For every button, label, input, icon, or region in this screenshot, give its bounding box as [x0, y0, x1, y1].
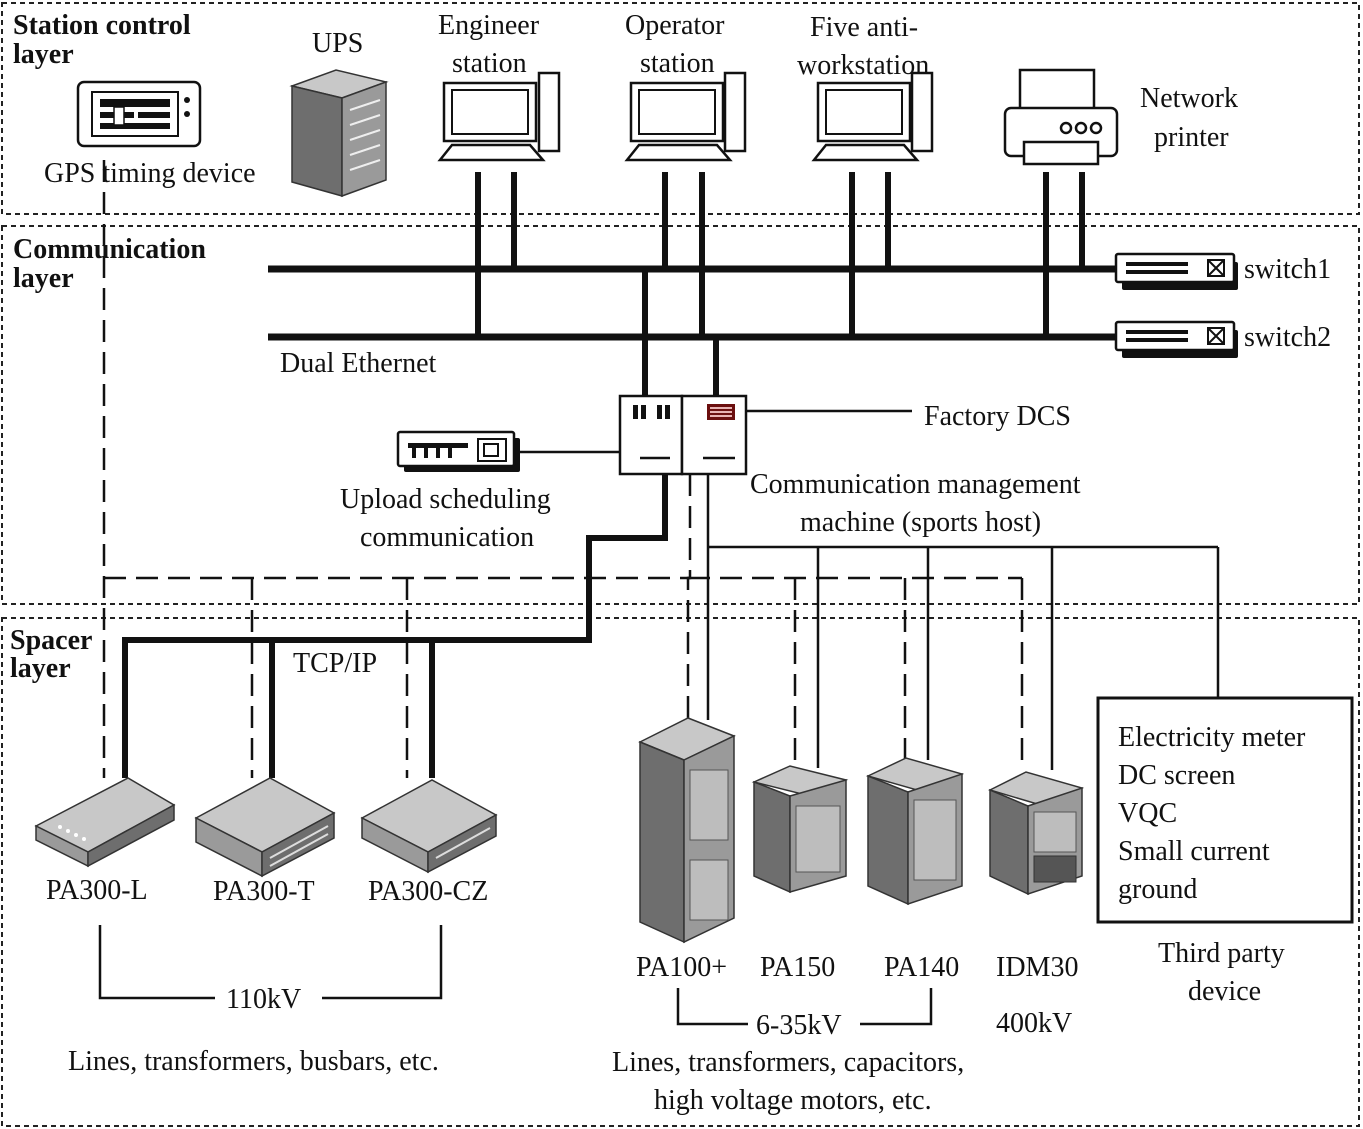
communication-layer-title-2: layer	[13, 263, 74, 294]
switch2-icon	[1114, 320, 1238, 358]
station-control-layer-title-2: layer	[13, 39, 74, 70]
printer-label-2: printer	[1154, 122, 1229, 153]
spacer-layer-title: Spacer	[10, 625, 92, 656]
third-party-item-5: ground	[1118, 874, 1197, 905]
five-anti-label: Five anti-	[810, 12, 918, 43]
engineer-label: Engineer	[438, 10, 540, 41]
five-anti-label-2: workstation	[797, 50, 929, 81]
third-party-label-2: device	[1188, 976, 1261, 1007]
communication-management-machine	[618, 394, 748, 476]
pa150-label: PA150	[760, 952, 835, 983]
engineer-label-2: station	[452, 48, 527, 79]
operator-label: Operator	[625, 10, 725, 41]
communication-layer-box	[1, 225, 1360, 605]
tcpip-main	[122, 474, 668, 778]
ups-label: UPS	[312, 28, 363, 59]
five-anti-workstation-icon	[811, 71, 934, 162]
third-party-item-1: Electricity meter	[1118, 722, 1306, 753]
connections	[98, 160, 1220, 1026]
third-party-item-3: VQC	[1118, 798, 1177, 829]
pa150-device	[751, 765, 849, 894]
upload-scheduling-device	[396, 430, 520, 472]
network-printer-icon	[1003, 68, 1119, 166]
pa300-cz-device	[360, 779, 498, 874]
bracket-6-35kv-left	[676, 988, 748, 1026]
station-control-layer-box	[1, 2, 1360, 215]
operator-label-2: station	[640, 48, 715, 79]
110kv-label: 110kV	[226, 984, 301, 1015]
spacer-layer-box	[1, 617, 1360, 1127]
gps-timing-device	[76, 80, 202, 148]
400kv-label: 400kV	[996, 1008, 1072, 1039]
pa100-plus-label: PA100+	[636, 952, 727, 983]
upload-label: Upload scheduling	[340, 484, 551, 515]
third-party-item-2: DC screen	[1118, 760, 1235, 791]
idm30-label: IDM30	[996, 952, 1078, 983]
pa300-cz-label: PA300-CZ	[368, 876, 488, 907]
gps-label: GPS timing device	[44, 158, 256, 189]
bracket-110kv-right	[322, 925, 443, 1000]
third-party-device-box	[1096, 696, 1354, 924]
switch1-label: switch1	[1244, 254, 1331, 285]
communication-layer-title: Communication	[13, 234, 206, 265]
cmm-label-2: machine (sports host)	[800, 507, 1041, 538]
6-35kv-group-desc: Lines, transformers, capacitors,	[612, 1047, 964, 1078]
timing-to-pa100	[686, 474, 692, 750]
operator-station-icon	[624, 71, 747, 162]
pa300-l-device	[34, 777, 176, 868]
cmm-label: Communication management	[750, 469, 1081, 500]
bracket-110kv-left	[98, 925, 215, 1000]
6-35kv-group-desc-2: high voltage motors, etc.	[654, 1085, 932, 1116]
tcp-ip-label: TCP/IP	[293, 648, 377, 679]
spacer-layer-title-2: layer	[10, 653, 71, 684]
pa300-t-device	[194, 777, 336, 878]
pa300-t-label: PA300-T	[213, 876, 315, 907]
engineer-station-icon	[437, 71, 561, 162]
switch2-label: switch2	[1244, 322, 1331, 353]
110kv-group-desc: Lines, transformers, busbars, etc.	[68, 1046, 439, 1077]
bracket-6-35kv-right	[860, 988, 933, 1026]
factory-dcs-label: Factory DCS	[924, 401, 1071, 432]
dual-ethernet-label: Dual Ethernet	[280, 348, 436, 379]
pa100-plus-device	[638, 717, 736, 944]
pa140-label: PA140	[884, 952, 959, 983]
third-party-label: Third party	[1158, 938, 1285, 969]
upload-label-2: communication	[360, 522, 534, 553]
6-35kv-label: 6-35kV	[756, 1010, 842, 1041]
printer-label: Network	[1140, 83, 1238, 114]
ups-icon	[289, 69, 389, 198]
switch1-icon	[1114, 252, 1238, 290]
pa300-l-label: PA300-L	[46, 875, 148, 906]
third-party-item-4: Small current	[1118, 836, 1270, 867]
pa140-device	[865, 757, 965, 906]
idm30-device	[987, 771, 1085, 896]
station-control-layer-title: Station control	[13, 10, 191, 41]
